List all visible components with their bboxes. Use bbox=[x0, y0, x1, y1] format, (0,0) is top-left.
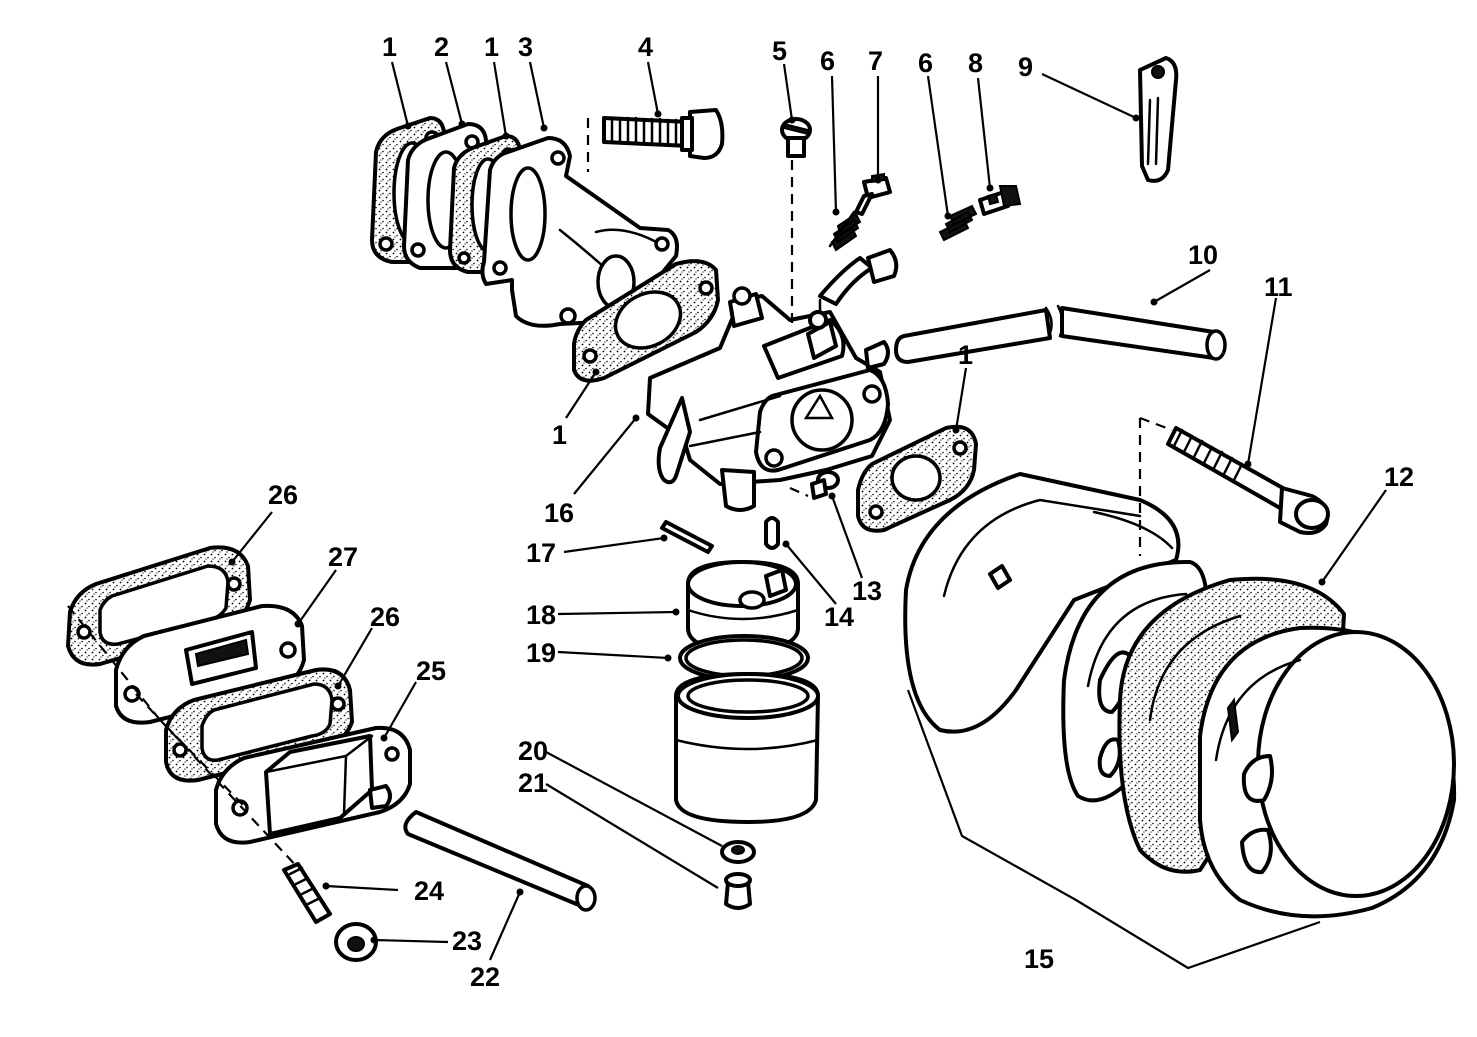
cover-part-25 bbox=[214, 725, 412, 845]
callout-3: 3 bbox=[518, 32, 533, 62]
bolt-part-4 bbox=[602, 108, 725, 160]
callout-15: 15 bbox=[1024, 944, 1054, 974]
bolt-part-21 bbox=[724, 872, 752, 910]
callout-25: 25 bbox=[416, 656, 446, 686]
callout-23: 23 bbox=[452, 926, 482, 956]
callout-1: 1 bbox=[552, 420, 567, 450]
callout-5: 5 bbox=[772, 36, 787, 66]
callout-13: 13 bbox=[852, 576, 882, 606]
spring-part-6-right bbox=[938, 204, 978, 242]
callout-10: 10 bbox=[1188, 240, 1218, 270]
callout-7: 7 bbox=[868, 46, 883, 76]
stud-part-24 bbox=[282, 862, 332, 924]
long-bolt-part-11 bbox=[1166, 426, 1330, 535]
screw-part-8 bbox=[978, 185, 1022, 216]
float-bowl bbox=[674, 672, 820, 824]
callout-9: 9 bbox=[1018, 52, 1033, 82]
callout-22: 22 bbox=[470, 962, 500, 992]
washer-part-20 bbox=[720, 840, 756, 864]
spring-part-6-left bbox=[828, 210, 862, 252]
callout-8: 8 bbox=[968, 48, 983, 78]
leader-lines bbox=[67, 61, 1387, 970]
screw-part-5 bbox=[780, 117, 812, 158]
pin-part-14 bbox=[764, 516, 780, 550]
callout-20: 20 bbox=[518, 736, 548, 766]
air-cleaner-cover bbox=[1198, 625, 1457, 919]
screw-part-13 bbox=[810, 470, 840, 500]
air-cleaner-housing-part-15 bbox=[903, 472, 1181, 734]
callout-14: 14 bbox=[824, 602, 854, 632]
callout-11: 11 bbox=[1264, 272, 1293, 302]
callout-27: 27 bbox=[328, 542, 358, 572]
nut-part-23 bbox=[334, 922, 378, 962]
hose-part-22 bbox=[403, 810, 597, 912]
callout-12: 12 bbox=[1384, 462, 1414, 492]
callout-1: 1 bbox=[484, 32, 499, 62]
callout-16: 16 bbox=[544, 498, 574, 528]
strap-part-9 bbox=[1138, 56, 1179, 183]
intake-manifold-part-3 bbox=[480, 136, 679, 328]
pin-part-17 bbox=[660, 520, 714, 554]
callout-18: 18 bbox=[526, 600, 556, 630]
callout-numbers: 1 2 1 3 4 5 6 7 6 8 9 10 11 12 1 1 16 17… bbox=[268, 32, 1414, 992]
gasket-part-1-right bbox=[856, 424, 978, 533]
leader-dots bbox=[228, 110, 1326, 944]
o-ring-part-19 bbox=[678, 634, 810, 682]
float-part-18 bbox=[686, 560, 800, 652]
callout-1: 1 bbox=[958, 340, 973, 370]
callout-4: 4 bbox=[638, 32, 653, 62]
screw-part-7 bbox=[854, 172, 892, 216]
callout-1: 1 bbox=[382, 32, 397, 62]
callout-26: 26 bbox=[370, 602, 400, 632]
gasket-part-1-manifold bbox=[572, 259, 720, 383]
callout-24: 24 bbox=[414, 876, 444, 906]
callout-2: 2 bbox=[434, 32, 449, 62]
callout-21: 21 bbox=[518, 768, 548, 798]
hose-part-10 bbox=[894, 304, 1227, 364]
callout-26: 26 bbox=[268, 480, 298, 510]
carburetor-part-16 bbox=[646, 248, 899, 512]
callout-17: 17 bbox=[526, 538, 556, 568]
callout-6: 6 bbox=[918, 48, 933, 78]
callout-6: 6 bbox=[820, 46, 835, 76]
callout-19: 19 bbox=[526, 638, 556, 668]
